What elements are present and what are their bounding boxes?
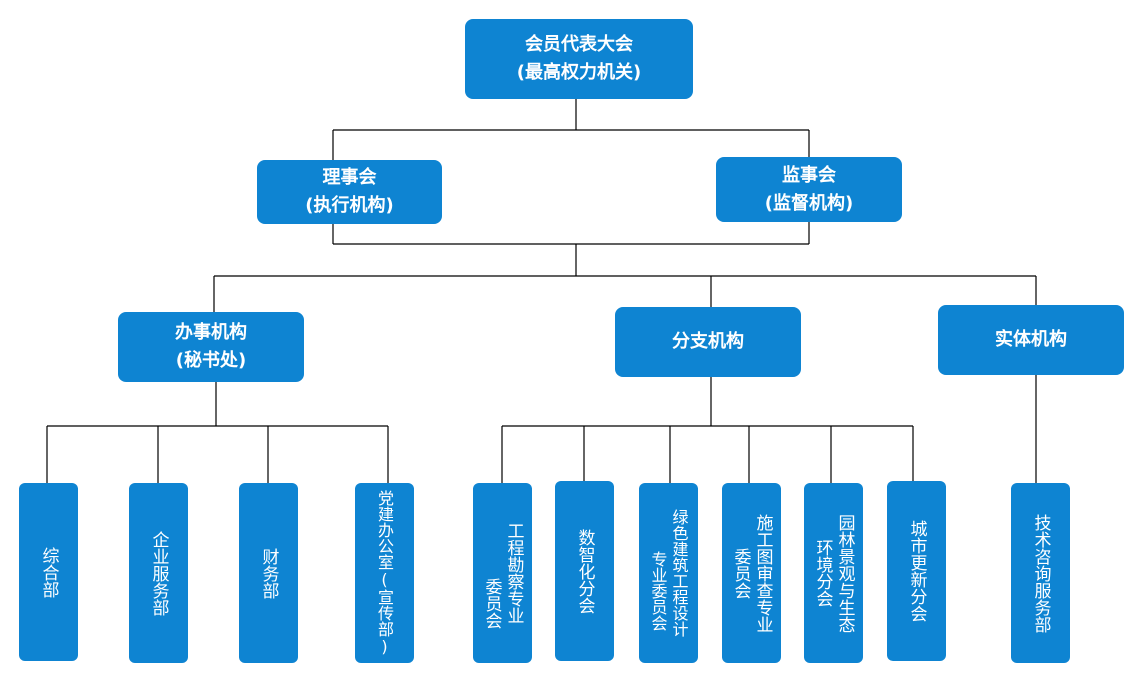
root-node: 会员代表大会 (最高权力机关) [465, 19, 693, 99]
branches-node: 分支机构 [615, 307, 801, 377]
leaf-label: 园林景观与生态 [834, 513, 855, 633]
leaf-label-2: 专业委员会 [648, 551, 668, 631]
council-node: 理事会 (执行机构) [257, 160, 442, 224]
office-dept-finance: 财务部 [239, 483, 298, 663]
office-node: 办事机构 (秘书处) [118, 312, 304, 382]
council-title: 理事会 [322, 167, 377, 188]
entities-node: 实体机构 [938, 305, 1124, 375]
supervisory-subtitle: (监督机构) [764, 192, 854, 214]
supervisory-title: 监事会 [782, 164, 836, 186]
office-title: 办事机构 [175, 322, 247, 343]
leaf-label: 财务部 [258, 547, 279, 599]
branch-landscape-ecology: 园林景观与生态 环境分会 [804, 483, 863, 663]
office-dept-enterprise-service: 企业服务部 [129, 483, 188, 663]
leaf-label-2: 委员会 [730, 547, 751, 599]
leaf-label: 党建办公室(宣传部) [375, 490, 394, 656]
branch-geotech-committee: 工程勘察专业 委员会 [473, 483, 532, 663]
leaf-label: 绿色建筑工程设计 [669, 509, 689, 637]
supervisory-node: 监事会 (监督机构) [716, 157, 902, 222]
branch-green-building: 绿色建筑工程设计 专业委员会 [639, 483, 698, 663]
leaf-label-2: 环境分会 [812, 539, 833, 607]
branch-digital-intelligence: 数智化分会 [555, 481, 614, 661]
branch-drawing-review: 施工图审查专业 委员会 [722, 483, 781, 663]
entity-tech-consulting: 技术咨询服务部 [1011, 483, 1070, 663]
leaf-label-2: 委员会 [481, 577, 502, 629]
leaf-label: 数智化分会 [574, 528, 595, 614]
leaf-label: 综合部 [38, 546, 59, 598]
leaf-label: 工程勘察专业 [503, 522, 524, 624]
office-subtitle: (秘书处) [175, 350, 247, 371]
council-subtitle: (执行机构) [305, 195, 394, 216]
entities-title: 实体机构 [995, 329, 1067, 350]
branch-urban-renewal: 城市更新分会 [887, 481, 946, 661]
leaf-label: 施工图审查专业 [752, 513, 773, 633]
leaf-label: 城市更新分会 [906, 520, 927, 622]
leaf-label: 企业服务部 [148, 530, 169, 616]
leaf-label: 技术咨询服务部 [1030, 513, 1051, 633]
branches-title: 分支机构 [672, 331, 744, 352]
office-dept-general: 综合部 [19, 483, 78, 661]
root-title: 会员代表大会 [525, 34, 633, 55]
office-dept-party-office: 党建办公室(宣传部) [355, 483, 414, 663]
root-subtitle: (最高权力机关) [516, 62, 642, 83]
